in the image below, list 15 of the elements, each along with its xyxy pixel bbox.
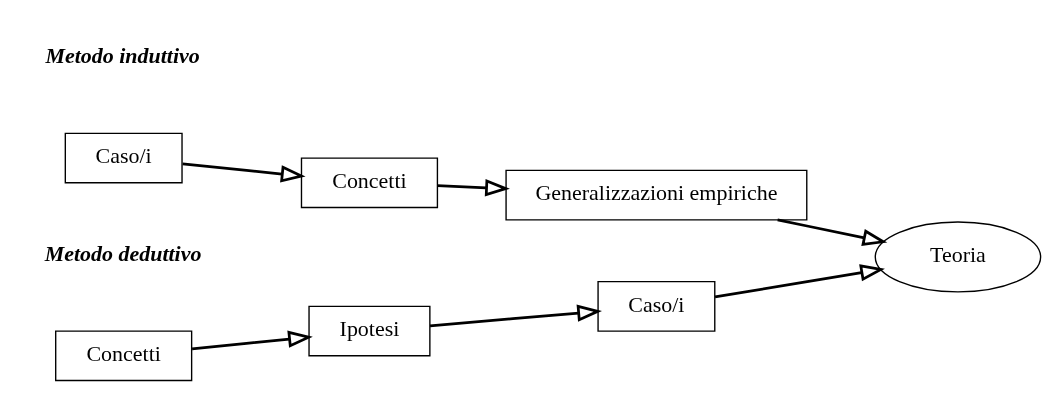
arrow <box>437 178 510 196</box>
node-box: Generalizzazioni empiriche <box>505 169 808 221</box>
node-box: Caso/i <box>64 132 183 183</box>
arrow <box>182 162 306 183</box>
node-box: Concetti <box>55 329 193 381</box>
node-ellipse: Teoria <box>874 220 1042 292</box>
label: Metodo induttivo <box>45 42 200 68</box>
arrow <box>191 330 313 350</box>
label: Metodo deduttivo <box>44 240 202 266</box>
arrow <box>714 263 885 298</box>
arrow <box>429 304 602 327</box>
arrow <box>777 218 888 246</box>
node-box: Concetti <box>300 156 439 208</box>
node-box: Caso/i <box>597 280 716 332</box>
node-box: Ipotesi <box>308 305 431 356</box>
